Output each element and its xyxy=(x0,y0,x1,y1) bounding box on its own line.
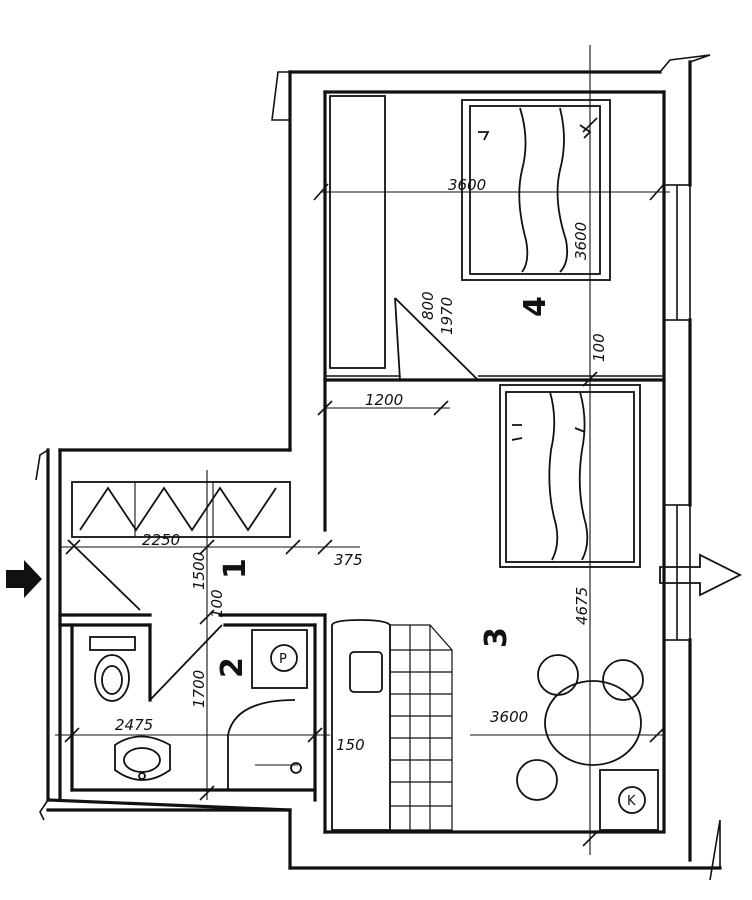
entrance-arrow xyxy=(6,560,42,598)
bath-fixtures xyxy=(79,482,308,781)
dim-1200: 1200 xyxy=(365,391,403,409)
dim-4675: 4675 xyxy=(573,587,591,625)
dim-1970: 1970 xyxy=(438,297,456,335)
room-label-1: 1 xyxy=(218,558,253,579)
tile-grid xyxy=(389,624,453,831)
dim-100-hall: 100 xyxy=(208,589,226,618)
windows xyxy=(659,184,743,641)
stove-label-k: K xyxy=(627,794,636,809)
dim-3600-top: 3600 xyxy=(448,176,486,194)
dim-1700: 1700 xyxy=(190,670,208,708)
dim-100-wall: 100 xyxy=(590,333,608,362)
dimension-lines xyxy=(55,45,670,855)
interior-walls xyxy=(58,95,666,834)
dimension-labels: 3600 1200 2250 375 2475 150 3600 1500 10… xyxy=(115,176,608,754)
room3-furniture xyxy=(331,384,659,831)
doors xyxy=(67,297,479,790)
boiler-label-p: P xyxy=(279,652,287,667)
symbol-labels: P K xyxy=(279,652,636,809)
dim-3600-bed: 3600 xyxy=(572,222,590,260)
dim-2475: 2475 xyxy=(115,716,153,734)
dim-2250: 2250 xyxy=(142,531,180,549)
dim-1500: 1500 xyxy=(190,552,208,590)
outer-walls xyxy=(35,54,722,881)
room-labels: 1 2 3 4 xyxy=(215,296,553,678)
dim-3600-table: 3600 xyxy=(490,708,528,726)
dim-375: 375 xyxy=(334,551,363,569)
dim-800: 800 xyxy=(419,291,437,320)
room-label-4: 4 xyxy=(518,296,553,317)
dim-150: 150 xyxy=(336,736,365,754)
room4-furniture xyxy=(461,99,611,281)
room-label-2: 2 xyxy=(215,657,250,678)
room-label-3: 3 xyxy=(479,627,514,648)
